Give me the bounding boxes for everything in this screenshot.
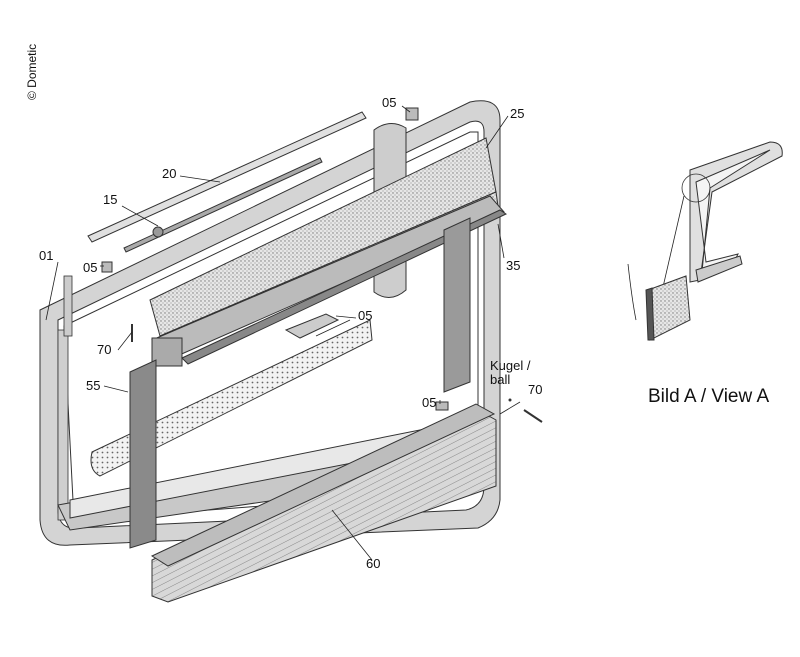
spring-rod [123, 157, 323, 253]
copyright-text: © Dometic [25, 44, 39, 100]
callout-15: 15 [103, 192, 117, 207]
callout-35: 35 [506, 258, 520, 273]
left-channel [129, 359, 157, 549]
flyscreen-strip [90, 319, 373, 477]
clip-left [101, 261, 113, 273]
callout-05-top: 05 [382, 95, 396, 110]
callout-20: 20 [162, 166, 176, 181]
callout-05-center: 05 [358, 308, 372, 323]
ball-label-line1: Kugel / [490, 358, 531, 373]
pull-rod [87, 111, 367, 243]
ball-label-line2: ball [490, 372, 510, 387]
clip-top [405, 107, 419, 121]
clip-bottom [435, 401, 449, 411]
guide-rail [181, 209, 508, 365]
callout-05-left: 05 [83, 260, 97, 275]
view-a-caption: Bild A / View A [648, 386, 769, 407]
callout-55: 55 [86, 378, 100, 393]
view-a-detail [627, 141, 783, 341]
callout-60: 60 [366, 556, 380, 571]
leader-lines [45, 105, 521, 561]
clip-set-center [284, 313, 340, 339]
right-channel [443, 217, 471, 393]
callout-05-bottom: 05 [422, 395, 436, 410]
blind-cassette [149, 137, 505, 367]
callout-01: 01 [39, 248, 53, 263]
callout-70-right: 70 [528, 382, 542, 397]
callout-25: 25 [510, 106, 524, 121]
ball-screw [523, 409, 543, 423]
pleated-blind [150, 403, 497, 603]
callout-70-left: 70 [97, 342, 111, 357]
